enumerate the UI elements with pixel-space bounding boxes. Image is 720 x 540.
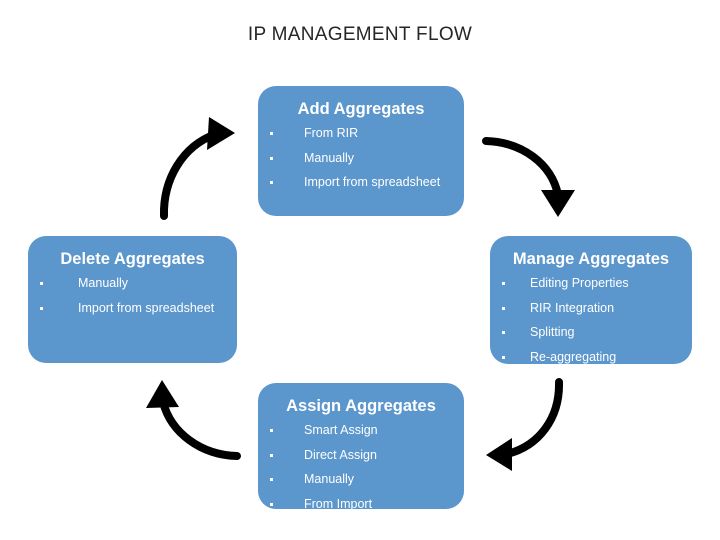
bullet-dot-icon	[502, 306, 505, 310]
arrow-manage-to-assign-icon	[486, 378, 564, 471]
bullet-dot-icon	[270, 156, 273, 160]
box-title-manage: Manage Aggregates	[512, 250, 670, 268]
list-item: From Import	[258, 496, 464, 511]
list-item-label: Editing Properties	[530, 276, 629, 291]
list-item-label: Splitting	[530, 325, 575, 340]
list-item: Direct Assign	[258, 447, 464, 462]
page-title: IP MANAGEMENT FLOW	[247, 24, 473, 45]
bullet-list-manage: Editing Properties RIR Integration Split…	[490, 277, 692, 363]
bullet-dot-icon	[270, 478, 273, 482]
arrow-assign-to-delete-icon	[146, 380, 241, 460]
list-item: RIR Integration	[490, 300, 692, 315]
bullet-dot-icon	[502, 282, 505, 286]
list-item-label: Import from spreadsheet	[78, 300, 215, 315]
box-title-add: Add Aggregates	[297, 100, 425, 118]
flow-box-assign-aggregates[interactable]: Assign Aggregates Smart Assign Direct As…	[258, 383, 464, 510]
arrow-add-to-manage-icon	[482, 137, 575, 217]
bullet-list-assign: Smart Assign Direct Assign Manually From…	[258, 424, 464, 510]
bullet-dot-icon	[270, 132, 273, 136]
flow-box-add-aggregates[interactable]: Add Aggregates From RIR Manually Import …	[258, 86, 464, 216]
list-item: Manually	[258, 473, 464, 486]
list-item-label: Manually	[78, 276, 129, 291]
list-item-label: Import from spreadsheet	[304, 175, 441, 190]
box-title-assign: Assign Aggregates	[286, 397, 436, 415]
bullet-dot-icon	[270, 429, 273, 433]
bullet-dot-icon	[270, 181, 273, 185]
list-item: Splitting	[490, 326, 692, 339]
bullet-dot-icon	[40, 306, 43, 310]
bullet-list-delete: Manually Import from spreadsheet	[28, 277, 237, 314]
bullet-list-add: From RIR Manually Import from spreadshee…	[258, 127, 464, 189]
bullet-dot-icon	[40, 282, 43, 286]
list-item-label: Smart Assign	[304, 423, 378, 438]
list-item: Manually	[258, 150, 464, 165]
list-item: Import from spreadsheet	[28, 300, 237, 315]
list-item: Manually	[28, 277, 237, 290]
list-item-label: From Import	[304, 496, 373, 511]
list-item: From RIR	[258, 127, 464, 140]
list-item: Smart Assign	[258, 424, 464, 437]
list-item-label: Re-aggregating	[530, 349, 617, 364]
bullet-dot-icon	[502, 331, 505, 335]
arrow-delete-to-add-icon	[159, 117, 235, 220]
box-title-delete: Delete Aggregates	[60, 250, 205, 268]
bullet-dot-icon	[502, 355, 505, 359]
list-item-label: Manually	[304, 150, 355, 165]
list-item-label: Direct Assign	[304, 447, 377, 462]
list-item: Re-aggregating	[490, 349, 692, 364]
list-item-label: From RIR	[304, 126, 359, 141]
list-item: Editing Properties	[490, 277, 692, 290]
list-item: Import from spreadsheet	[258, 176, 464, 189]
flow-box-manage-aggregates[interactable]: Manage Aggregates Editing Properties RIR…	[490, 236, 692, 364]
flow-box-delete-aggregates[interactable]: Delete Aggregates Manually Import from s…	[28, 236, 237, 363]
bullet-dot-icon	[270, 502, 273, 506]
list-item-label: Manually	[304, 472, 355, 487]
list-item-label: RIR Integration	[530, 300, 615, 315]
bullet-dot-icon	[270, 453, 273, 457]
